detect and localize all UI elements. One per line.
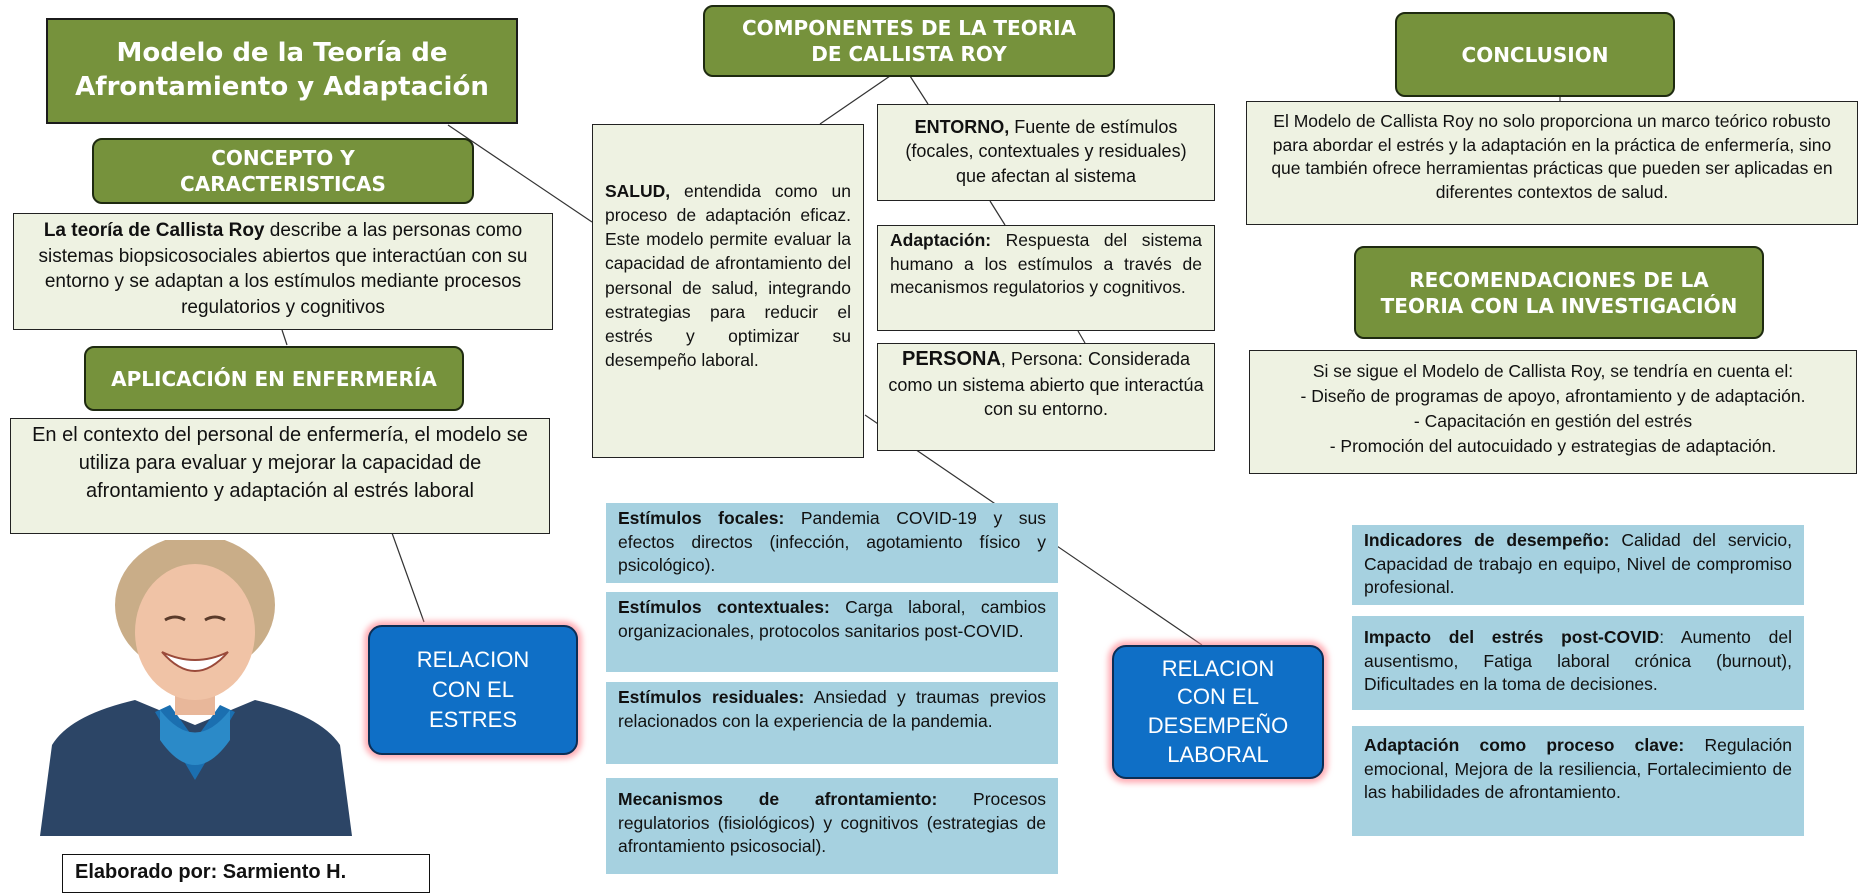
performance-card-text: : Aumento del ausentismo, Fatiga laboral…: [1364, 627, 1792, 695]
performance-relation-node: RELACION CON EL DESEMPEÑO LABORAL: [1112, 645, 1324, 779]
stimuli-card-contextuales: Estímulos contextuales: Carga laboral, c…: [606, 592, 1058, 672]
concept-text: describe a las personas como sistemas bi…: [38, 220, 528, 318]
recommendations-item: - Promoción del autocuidado y estrategia…: [1329, 435, 1777, 456]
stimuli-card-title: Estímulos focales:: [618, 508, 785, 528]
recommendations-item: - Capacitación en gestión del estrés: [1413, 410, 1693, 431]
performance-card-text: Regulación emocional, Mejora de la resil…: [1364, 735, 1793, 803]
stimuli-card-mecanismos: Mecanismos de afrontamiento: Procesos re…: [606, 778, 1058, 874]
connector-adaptacion-persona: [1077, 330, 1086, 344]
entorno-bold: ENTORNO,: [914, 117, 1010, 137]
performance-card-text: Calidad del servicio, Capacidad de traba…: [1364, 530, 1792, 598]
author-credit-label: Elaborado por: Sarmiento H.: [75, 861, 347, 883]
entorno-box: ENTORNO, Fuente de estímulos (focales, c…: [877, 104, 1215, 201]
stimuli-card-text: Procesos regulatorios (fisiológicos) y c…: [618, 789, 1046, 857]
persona-text: , Persona: Considerada como un sistema a…: [888, 349, 1204, 420]
recommendations-header: RECOMENDACIONES DE LA TEORIA CON LA INVE…: [1354, 246, 1764, 339]
stimuli-card-text: Ansiedad y traumas previos relacionados …: [618, 687, 1046, 731]
components-header-line1: COMPONENTES DE LA TEORIA: [741, 16, 1077, 40]
performance-relation-line4: LABORAL: [1167, 741, 1269, 767]
main-title: Modelo de la Teoría de Afrontamiento y A…: [46, 18, 518, 124]
performance-card-impact: Impacto del estrés post-COVID: Aumento d…: [1352, 616, 1804, 710]
performance-relation-line2: CON EL: [1177, 684, 1259, 710]
stimuli-card-text: Pandemia COVID-19 y sus efectos directos…: [618, 508, 1046, 576]
stimuli-card-residuales: Estímulos residuales: Ansiedad y traumas…: [606, 682, 1058, 764]
adaptacion-text: Respuesta del sistema humano a los estím…: [890, 230, 1202, 298]
main-title-line2: Afrontamiento y Adaptación: [75, 72, 489, 102]
stimuli-card-title: Estímulos residuales:: [618, 687, 805, 707]
callista-roy-portrait: [30, 540, 358, 836]
main-title-line1: Modelo de la Teoría de: [116, 38, 448, 69]
adaptacion-box: Adaptación: Respuesta del sistema humano…: [877, 225, 1215, 331]
connector-application-stress: [391, 532, 425, 623]
components-header-line2: DE CALLISTA ROY: [811, 42, 1007, 66]
concept-header: CONCEPTO Y CARACTERISTICAS: [92, 138, 474, 204]
recommendations-intro: Si se sigue el Modelo de Callista Roy, s…: [1312, 361, 1794, 381]
conclusion-header: CONCLUSION: [1395, 12, 1675, 97]
stimuli-card-text: Carga laboral, cambios organizacionales,…: [618, 597, 1046, 641]
conclusion-header-label: CONCLUSION: [1461, 42, 1609, 67]
recommendations-header-line2: TEORIA CON LA INVESTIGACIÓN: [1380, 293, 1738, 318]
performance-card-title: Impacto del estrés post-COVID: [1364, 627, 1660, 647]
performance-card-indicators: Indicadores de desempeño: Calidad del se…: [1352, 525, 1804, 605]
performance-relation-line1: RELACION: [1161, 655, 1275, 681]
persona-bold: PERSONA: [901, 348, 1001, 370]
connector-entorno-adaptacion: [989, 200, 1006, 226]
recommendations-header-line1: RECOMENDACIONES DE LA: [1409, 267, 1709, 292]
application-text: En el contexto del personal de enfermerí…: [32, 424, 528, 502]
stress-relation-node: RELACION CON EL ESTRES: [368, 625, 578, 755]
connector-concept: [281, 329, 288, 346]
performance-relation-line3: DESEMPEÑO: [1147, 713, 1289, 738]
adaptacion-bold: Adaptación:: [890, 230, 992, 250]
concept-text-box: La teoría de Callista Roy describe a las…: [13, 213, 553, 330]
concept-header-line1: CONCEPTO Y: [211, 146, 355, 170]
salud-bold: SALUD,: [605, 181, 671, 201]
performance-card-title: Indicadores de desempeño:: [1364, 530, 1610, 550]
recommendations-box: Si se sigue el Modelo de Callista Roy, s…: [1249, 350, 1857, 474]
stress-relation-line3: ESTRES: [428, 706, 517, 732]
application-header-label: APLICACIÓN EN ENFERMERÍA: [111, 366, 437, 391]
performance-card-adaptation: Adaptación como proceso clave: Regulació…: [1352, 726, 1804, 836]
concept-bold: La teoría de Callista Roy: [43, 220, 265, 241]
application-text-box: En el contexto del personal de enfermerí…: [10, 418, 550, 534]
conclusion-text: El Modelo de Callista Roy no solo propor…: [1271, 111, 1833, 202]
stimuli-card-title: Estímulos contextuales:: [618, 597, 830, 617]
author-credit: Elaborado por: Sarmiento H.: [62, 854, 430, 893]
entorno-text: Fuente de estímulos (focales, contextual…: [905, 117, 1187, 186]
persona-box: PERSONA, Persona: Considerada como un si…: [877, 343, 1215, 451]
conclusion-box: El Modelo de Callista Roy no solo propor…: [1246, 101, 1858, 225]
concept-header-line2: CARACTERISTICAS: [180, 172, 386, 196]
salud-box: SALUD, entendida como un proceso de adap…: [592, 124, 864, 458]
stimuli-card-focales: Estímulos focales: Pandemia COVID-19 y s…: [606, 503, 1058, 583]
salud-text: entendida como un proceso de adaptación …: [605, 181, 851, 370]
application-header: APLICACIÓN EN ENFERMERÍA: [84, 346, 464, 411]
connector-components-entorno: [909, 75, 929, 105]
components-header: COMPONENTES DE LA TEORIA DE CALLISTA ROY: [703, 5, 1115, 77]
stress-relation-line1: RELACION: [416, 647, 530, 673]
stress-relation-line2: CON EL: [432, 677, 514, 703]
performance-card-title: Adaptación como proceso clave:: [1364, 735, 1685, 755]
stimuli-card-title: Mecanismos de afrontamiento:: [618, 789, 938, 809]
recommendations-item: - Diseño de programas de apoyo, afrontam…: [1300, 385, 1806, 406]
